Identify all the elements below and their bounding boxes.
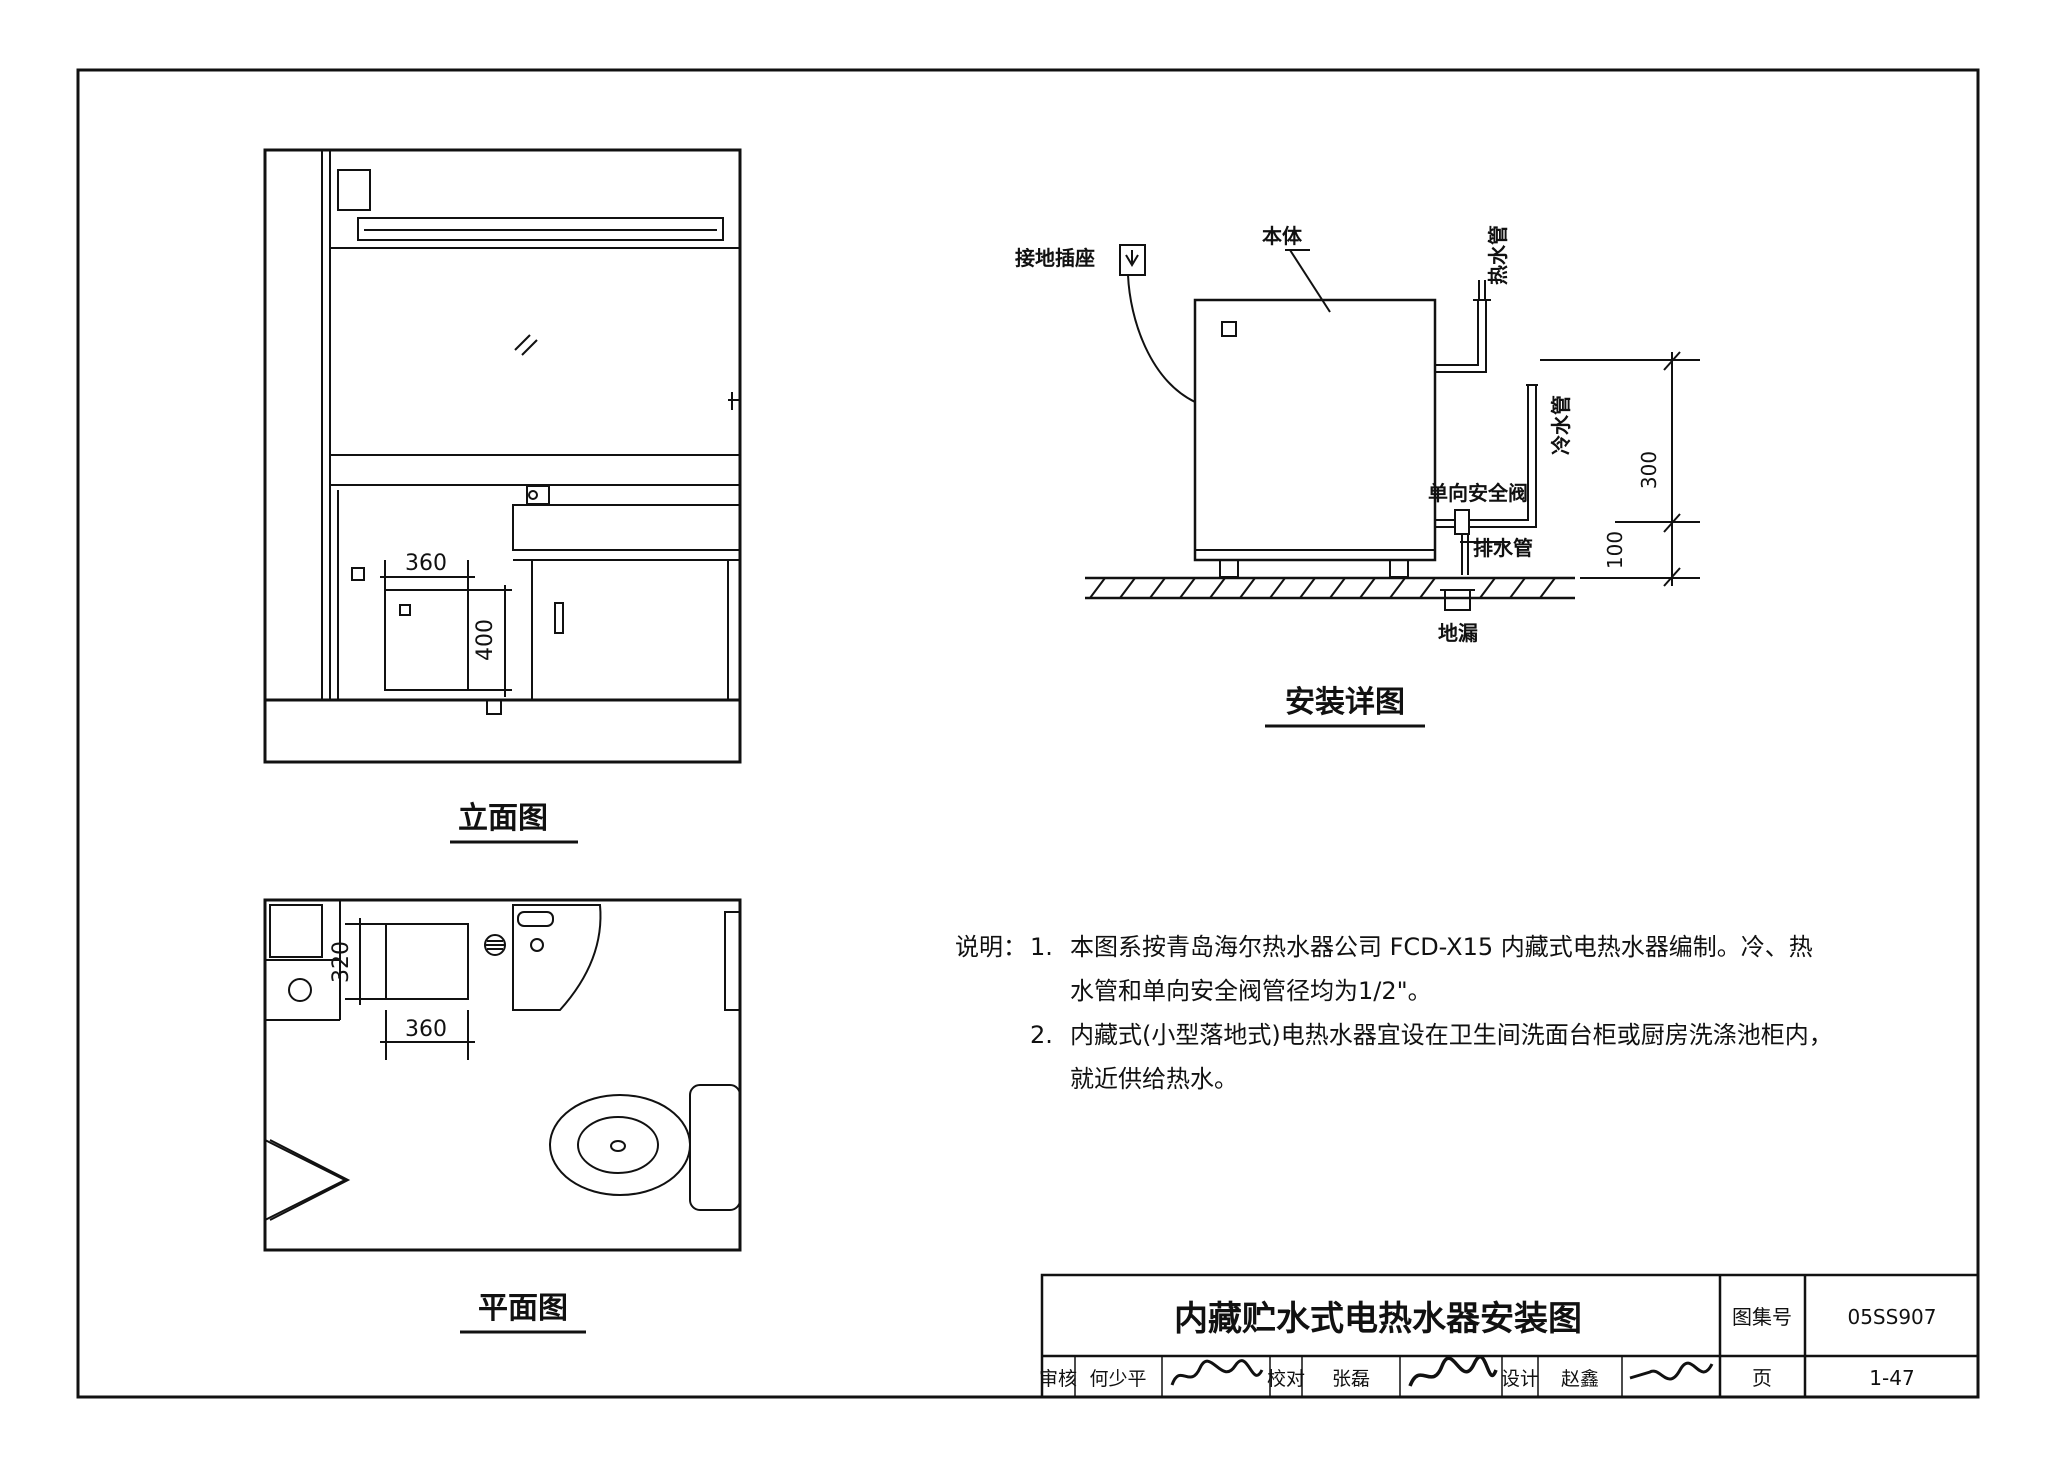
check-label: 校对 <box>1267 1368 1305 1390</box>
detail-label-body: 本体 <box>1262 224 1303 248</box>
detail-label-cold-pipe: 冷水管 <box>1549 395 1573 455</box>
detail-label-valve: 单向安全阀 <box>1428 481 1528 505</box>
note-2-line-2: 就近供给热水。 <box>1070 1065 1238 1093</box>
plan-title: 平面图 <box>478 1291 568 1326</box>
atlas-label: 图集号 <box>1732 1305 1792 1329</box>
sheet-frame <box>76 68 1980 1399</box>
detail-view <box>1085 244 1700 611</box>
review-name: 何少平 <box>1089 1368 1146 1390</box>
note-2-line-1: 内藏式(小型落地式)电热水器宜设在卫生间洗面台柜或厨房洗涤池柜内， <box>1070 1021 1833 1049</box>
detail-title: 安装详图 <box>1285 685 1405 720</box>
plan-dim-width: 360 <box>405 1017 447 1042</box>
elevation-dim-width: 360 <box>405 551 447 576</box>
check-signature <box>1408 1355 1498 1387</box>
detail-label-hot-pipe: 热水管 <box>1486 225 1510 285</box>
review-label: 审核 <box>1039 1368 1077 1390</box>
plan-dim-depth: 320 <box>329 941 354 983</box>
detail-dim-100: 100 <box>1603 531 1627 569</box>
page-label: 页 <box>1752 1366 1772 1390</box>
elevation-dim-height: 400 <box>473 619 498 661</box>
detail-dim-300: 300 <box>1637 451 1661 489</box>
check-name: 张磊 <box>1332 1368 1370 1390</box>
detail-label-floor-drain: 地漏 <box>1438 621 1478 645</box>
note-1-number: 1. <box>1030 933 1053 961</box>
elevation-view <box>263 148 742 764</box>
design-label: 设计 <box>1501 1368 1539 1390</box>
note-2-number: 2. <box>1030 1021 1053 1049</box>
note-1-line-2: 水管和单向安全阀管径均为1/2"。 <box>1070 977 1432 1005</box>
atlas-number: 05SS907 <box>1847 1305 1936 1329</box>
page-number: 1-47 <box>1869 1366 1914 1390</box>
elevation-title: 立面图 <box>458 801 548 836</box>
design-name: 赵鑫 <box>1561 1368 1599 1390</box>
main-title: 内藏贮水式电热水器安装图 <box>1174 1299 1582 1339</box>
note-1-line-1: 本图系按青岛海尔热水器公司 FCD-X15 内藏式电热水器编制。冷、热 <box>1070 933 1813 961</box>
detail-label-socket: 接地插座 <box>1015 246 1095 270</box>
notes-block: 说明： 1. 本图系按青岛海尔热水器公司 FCD-X15 内藏式电热水器编制。冷… <box>955 925 1855 1101</box>
review-signature <box>1170 1359 1264 1386</box>
detail-label-drain-pipe: 排水管 <box>1473 536 1533 560</box>
design-signature <box>1629 1361 1714 1381</box>
title-block <box>1040 1273 1980 1399</box>
notes-lead: 说明： <box>955 933 1027 961</box>
plan-view <box>263 898 742 1252</box>
